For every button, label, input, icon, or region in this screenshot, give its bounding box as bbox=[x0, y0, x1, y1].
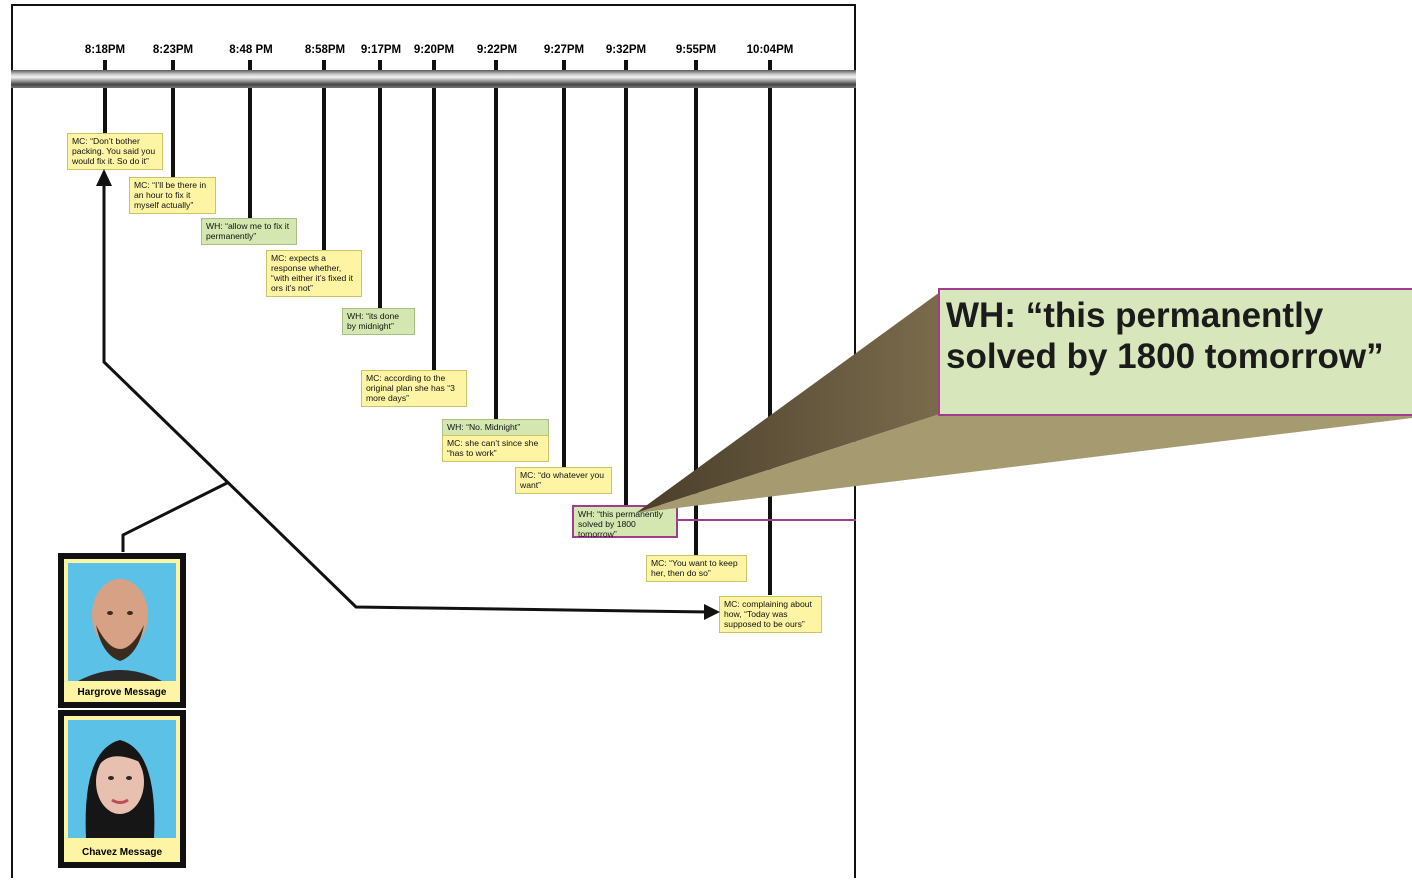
timeline-stem bbox=[694, 60, 698, 555]
note-mc: MC: complaining about how, “Today was su… bbox=[719, 596, 822, 633]
hargrove-caption: Hargrove Message bbox=[77, 687, 167, 698]
time-label: 9:55PM bbox=[675, 44, 717, 56]
time-label: 8:23PM bbox=[152, 44, 194, 56]
note-mc: MC: she can’t since she “has to work” bbox=[442, 435, 549, 462]
hargrove-portrait: Hargrove Message bbox=[58, 553, 186, 708]
timeline-stem bbox=[562, 60, 566, 468]
note-mc: MC: “You want to keep her, then do so” bbox=[646, 555, 747, 582]
timeline-stem bbox=[103, 60, 107, 135]
chavez-caption: Chavez Message bbox=[81, 847, 163, 858]
time-label: 9:22PM bbox=[476, 44, 518, 56]
time-label: 8:48 PM bbox=[229, 44, 273, 56]
note-mc: MC: “I’ll be there in an hour to fix it … bbox=[129, 177, 216, 214]
time-label: 9:27PM bbox=[543, 44, 585, 56]
note-wh: WH: “allow me to fix it permanently” bbox=[201, 218, 297, 245]
timeline-stem bbox=[768, 60, 772, 595]
note-mc: MC: expects a response whether, “with ei… bbox=[266, 250, 362, 297]
note-wh-highlighted: WH: “this permanently solved by 1800 tom… bbox=[572, 505, 678, 539]
timeline-stem bbox=[378, 60, 382, 308]
callout-wedge-top bbox=[636, 292, 940, 513]
time-label: 9:20PM bbox=[413, 44, 455, 56]
timeline-stem bbox=[432, 60, 436, 370]
time-label: 9:32PM bbox=[605, 44, 647, 56]
callout-wedge-bottom bbox=[636, 412, 1412, 513]
chavez-portrait: Chavez Message bbox=[58, 710, 186, 868]
chavez-photo bbox=[68, 720, 176, 838]
note-mc: MC: “Don’t bother packing. You said you … bbox=[67, 133, 163, 170]
time-label: 9:17PM bbox=[360, 44, 402, 56]
note-wh: WH: “its done by midnight” bbox=[342, 308, 415, 335]
arrowhead-up bbox=[96, 169, 112, 186]
timeline-stem bbox=[171, 60, 175, 178]
person-connector bbox=[121, 481, 228, 552]
timeline-stem bbox=[494, 60, 498, 438]
time-label: 8:18PM bbox=[84, 44, 126, 56]
hargrove-photo bbox=[68, 563, 176, 681]
note-mc: MC: according to the original plan she h… bbox=[361, 370, 467, 407]
note-mc: MC: “do whatever you want” bbox=[515, 467, 612, 494]
timeline-stem bbox=[248, 60, 252, 220]
arrowhead-right bbox=[704, 604, 720, 620]
time-label: 10:04PM bbox=[746, 44, 794, 56]
callout-box: WH: “this permanently solved by 1800 tom… bbox=[938, 288, 1412, 416]
timeline-bar bbox=[11, 70, 856, 88]
message-arrow-path bbox=[102, 186, 711, 614]
timeline-stem bbox=[322, 60, 326, 250]
time-label: 8:58PM bbox=[304, 44, 346, 56]
timeline-stem bbox=[624, 60, 628, 505]
